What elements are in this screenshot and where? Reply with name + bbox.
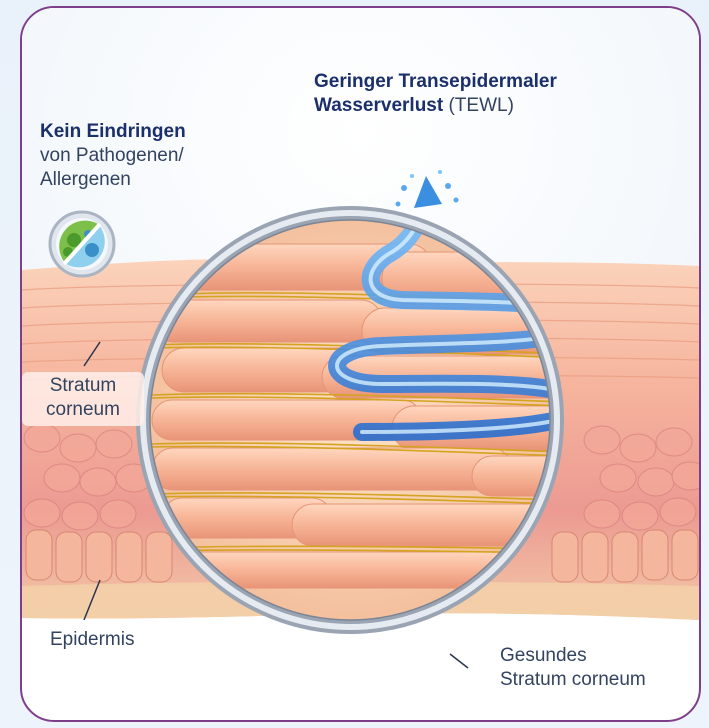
water-droplets bbox=[396, 170, 459, 208]
pathogen-line2: von Pathogenen/ bbox=[40, 144, 186, 168]
tewl-title-line2: Wasserverlust bbox=[314, 95, 443, 116]
healthy-line1: Gesundes bbox=[500, 644, 646, 668]
stratum-line1: Stratum bbox=[24, 374, 142, 398]
healthy-stratum-label: Gesundes Stratum corneum bbox=[500, 644, 646, 692]
tewl-title-line1: Geringer Transepidermaler bbox=[314, 70, 557, 94]
epidermis-label: Epidermis bbox=[50, 628, 134, 652]
tewl-label: Geringer Transepidermaler Wasserverlust … bbox=[314, 70, 557, 118]
pathogen-title: Kein Eindringen bbox=[40, 120, 186, 144]
healthy-line2: Stratum corneum bbox=[500, 668, 646, 692]
stratum-line2: corneum bbox=[24, 398, 142, 422]
pathogen-line3: Allergenen bbox=[40, 168, 186, 192]
stratum-corneum-label: Stratum corneum bbox=[24, 374, 142, 422]
pathogen-label: Kein Eindringen von Pathogenen/ Allergen… bbox=[40, 120, 186, 192]
shield-icon bbox=[50, 212, 114, 276]
diagram-card: Geringer Transepidermaler Wasserverlust … bbox=[20, 6, 701, 722]
tewl-abbr: (TEWL) bbox=[448, 95, 513, 116]
